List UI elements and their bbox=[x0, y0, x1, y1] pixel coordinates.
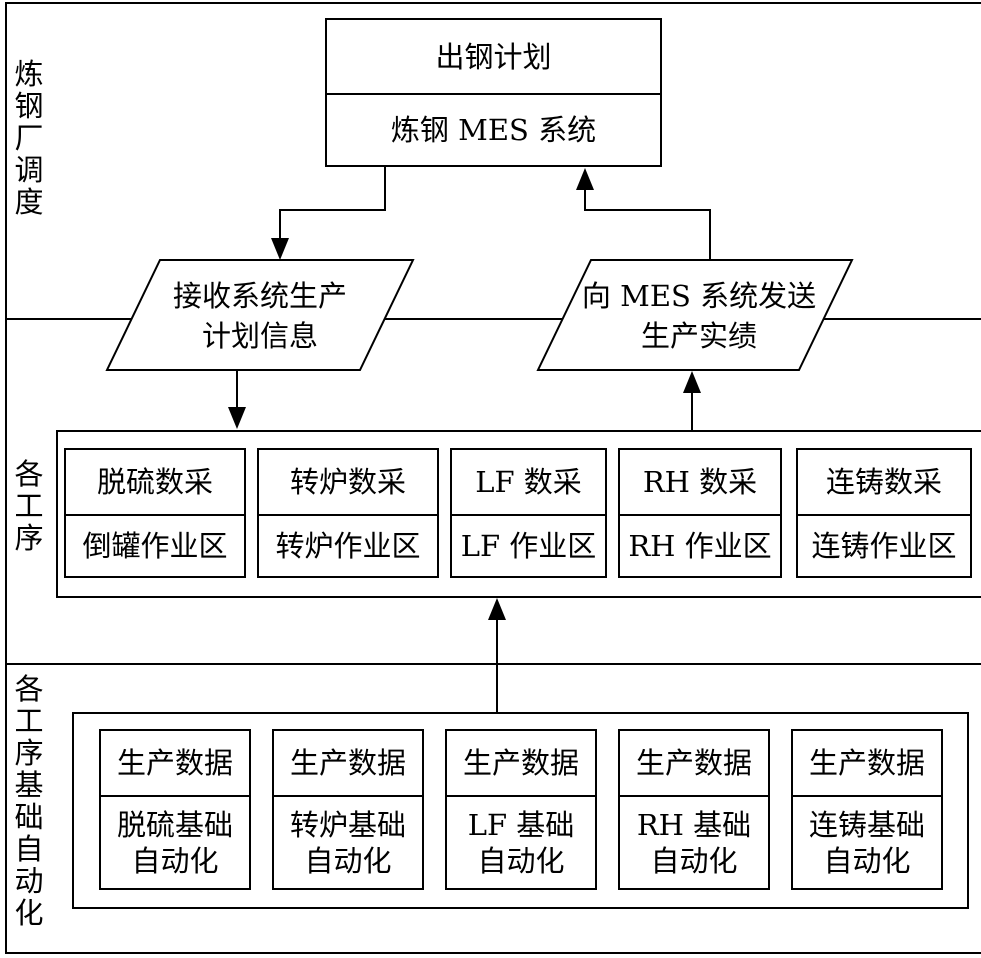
unit-divider bbox=[259, 514, 437, 516]
process-unit-bottom: 连铸作业区 bbox=[811, 529, 957, 563]
process-unit-rh: RH 数采 RH 作业区 bbox=[618, 448, 782, 578]
process-unit-bottom: 倒罐作业区 bbox=[82, 529, 228, 563]
arrowhead-send bbox=[683, 371, 701, 393]
process-unit-bottom: RH 作业区 bbox=[628, 529, 772, 563]
process-unit-top: LF 数采 bbox=[475, 465, 582, 499]
automation-unit-rh: 生产数据 RH 基础自动化 bbox=[618, 729, 770, 890]
unit-divider bbox=[274, 795, 422, 797]
process-unit-top: 脱硫数采 bbox=[96, 465, 213, 499]
process-unit-desulfurization: 脱硫数采 倒罐作业区 bbox=[64, 448, 246, 578]
mes-system-label: 炼钢 MES 系统 bbox=[390, 113, 597, 147]
diagram-frame bbox=[5, 2, 981, 954]
send-results-text: 向 MES 系统发送生产实绩 bbox=[581, 279, 817, 353]
lane-separator-1 bbox=[5, 318, 981, 320]
automation-unit-desulfurization: 生产数据 脱硫基础自动化 bbox=[99, 729, 251, 890]
automation-unit-bottom: 转炉基础自动化 bbox=[289, 807, 406, 878]
automation-unit-top: 生产数据 bbox=[116, 746, 233, 780]
automation-unit-caster: 生产数据 连铸基础自动化 bbox=[791, 729, 943, 890]
mes-system-box: 出钢计划 炼钢 MES 系统 bbox=[325, 18, 662, 167]
arrowhead-mes bbox=[576, 168, 594, 190]
process-unit-caster: 连铸数采 连铸作业区 bbox=[796, 448, 972, 578]
process-unit-top: 连铸数采 bbox=[825, 465, 942, 499]
automation-unit-bottom: RH 基础自动化 bbox=[636, 807, 752, 878]
process-unit-top: 转炉数采 bbox=[289, 465, 406, 499]
arrowhead-processes bbox=[228, 407, 246, 429]
process-unit-top: RH 数采 bbox=[642, 465, 758, 499]
unit-divider bbox=[447, 795, 595, 797]
receive-plan-text: 接收系统生产计划信息 bbox=[172, 279, 347, 353]
unit-divider bbox=[101, 795, 249, 797]
automation-unit-bottom: 脱硫基础自动化 bbox=[116, 807, 233, 878]
send-results-shape bbox=[536, 259, 854, 371]
lane-label-automation: 各工序基础自动化 bbox=[14, 672, 44, 930]
unit-divider bbox=[66, 514, 244, 516]
mes-box-divider bbox=[327, 93, 660, 95]
lane-label-dispatch: 炼钢厂调度 bbox=[14, 57, 44, 219]
automation-unit-bottom: LF 基础自动化 bbox=[467, 807, 575, 878]
automation-unit-top: 生产数据 bbox=[808, 746, 925, 780]
process-unit-converter: 转炉数采 转炉作业区 bbox=[257, 448, 439, 578]
arrowhead-receive bbox=[271, 238, 289, 260]
unit-divider bbox=[452, 514, 605, 516]
automation-unit-top: 生产数据 bbox=[289, 746, 406, 780]
automation-unit-converter: 生产数据 转炉基础自动化 bbox=[272, 729, 424, 890]
process-unit-bottom: 转炉作业区 bbox=[275, 529, 421, 563]
tapping-plan-label: 出钢计划 bbox=[435, 39, 552, 74]
receive-plan-shape bbox=[105, 259, 415, 371]
unit-divider bbox=[620, 514, 780, 516]
unit-divider bbox=[620, 795, 768, 797]
arrow-send-to-mes bbox=[584, 188, 711, 260]
automation-unit-bottom: 连铸基础自动化 bbox=[808, 807, 925, 878]
arrowhead-processes-up bbox=[488, 598, 506, 620]
process-unit-lf: LF 数采 LF 作业区 bbox=[450, 448, 607, 578]
lane-separator-2 bbox=[5, 663, 981, 665]
process-unit-bottom: LF 作业区 bbox=[460, 529, 597, 563]
automation-unit-lf: 生产数据 LF 基础自动化 bbox=[445, 729, 597, 890]
arrow-mes-to-receive bbox=[279, 167, 386, 250]
lane-label-processes: 各工序 bbox=[14, 457, 44, 555]
unit-divider bbox=[798, 514, 970, 516]
automation-unit-top: 生产数据 bbox=[635, 746, 752, 780]
unit-divider bbox=[793, 795, 941, 797]
automation-unit-top: 生产数据 bbox=[462, 746, 579, 780]
